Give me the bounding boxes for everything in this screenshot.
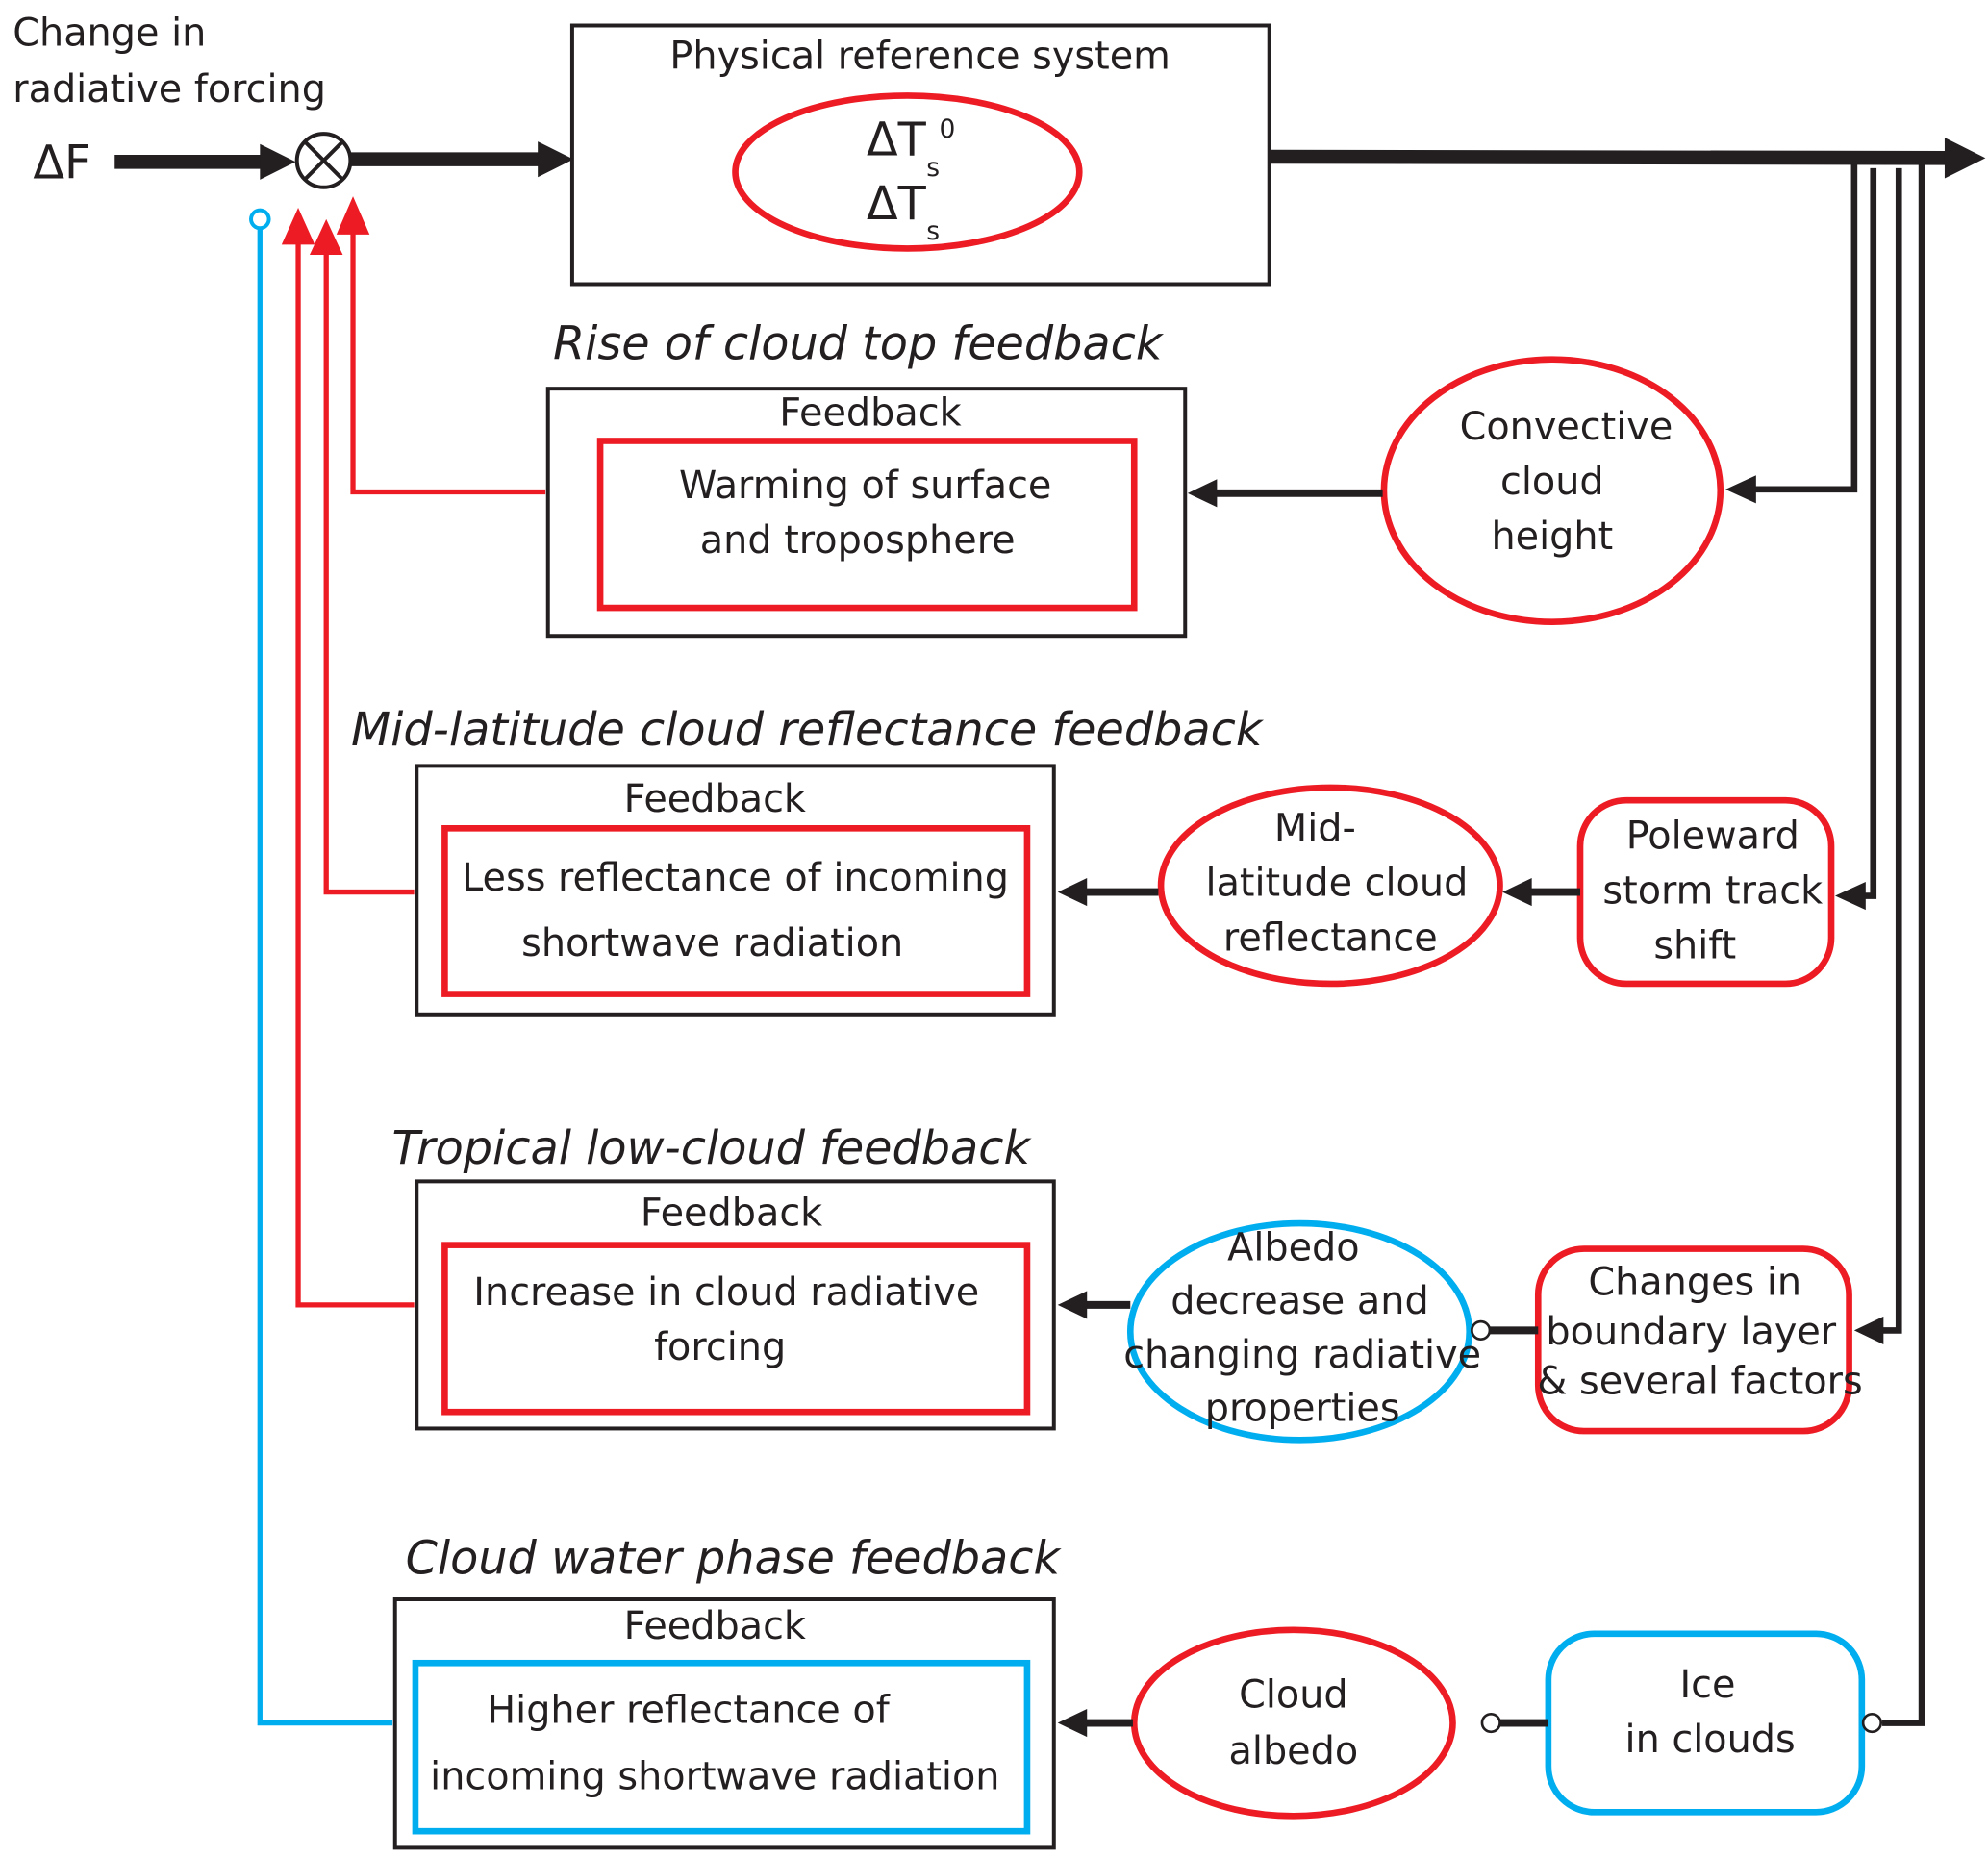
return-line [350, 229, 546, 495]
node-text: Poleward [1626, 815, 1799, 859]
feedback-box-label: Feedback [624, 1604, 806, 1648]
node-text: properties [1205, 1386, 1400, 1430]
arrow-up-icon [281, 207, 315, 245]
open-circle-icon [1861, 1712, 1883, 1734]
response-bus-lines [1725, 163, 1925, 1726]
mid-latitude-cloud-reflectance-node [1157, 784, 1503, 988]
delta-ts-sub: s [926, 216, 940, 246]
feedback-cloud-water-phase: Cloud water phase feedback Feedback High… [249, 208, 1883, 1850]
feedback-box-label: Feedback [624, 777, 806, 821]
feedback-box-label: Feedback [779, 391, 961, 436]
node-text: latitude cloud [1206, 862, 1469, 906]
node-text: shift [1653, 923, 1736, 967]
output-arrow [1269, 138, 1986, 179]
feedback-title: Mid-latitude cloud reflectance feedback [351, 704, 1265, 757]
node-text: changing radiative [1123, 1333, 1481, 1377]
feedback-box [415, 764, 1056, 1017]
delta-ts0-main: ΔT [867, 114, 927, 167]
effect-line: Warming of surface [679, 464, 1051, 508]
junction-to-system-arrow [350, 141, 574, 178]
node-text: Changes in [1588, 1260, 1801, 1304]
effect-line: Higher reflectance of [487, 1689, 890, 1733]
node-text: cloud [1500, 460, 1604, 504]
input-arrow [114, 143, 296, 180]
cloud-albedo-node [1130, 1626, 1456, 1820]
effect-line: Increase in cloud radiative [473, 1270, 979, 1315]
input-label-line1: Change in [13, 12, 206, 56]
effect-line: incoming shortwave radiation [430, 1754, 999, 1798]
feedback-title: Cloud water phase feedback [406, 1533, 1063, 1586]
feedback-title: Tropical low-cloud feedback [392, 1122, 1033, 1175]
node-text: in clouds [1625, 1718, 1796, 1762]
node-text: storm track [1602, 868, 1823, 913]
return-line [323, 249, 415, 895]
feedback-box-label: Feedback [641, 1192, 822, 1236]
feedback-mid-latitude-cloud-reflectance: Mid-latitude cloud reflectance feedback … [309, 218, 1835, 1017]
effect-line: shortwave radiation [521, 921, 903, 966]
arrow-up-icon [336, 196, 370, 235]
circle-x-summing-icon [294, 132, 353, 189]
return-line [257, 229, 393, 1726]
open-circle-icon [249, 208, 271, 231]
node-text: Ice [1679, 1663, 1735, 1707]
delta-f-symbol: ΔF [33, 138, 90, 190]
effect-line: Less reflectance of incoming [462, 856, 1009, 900]
effect-box [596, 438, 1138, 612]
node-text: & several factors [1537, 1360, 1862, 1404]
feedback-tropical-low-cloud: Tropical low-cloud feedback Feedback Inc… [281, 207, 1863, 1444]
node-text: decrease and [1170, 1279, 1428, 1323]
feedback-box [392, 1597, 1056, 1850]
node-text: Convective [1460, 405, 1673, 449]
input-label-line2: radiative forcing [13, 67, 326, 112]
arrow-up-icon [309, 218, 343, 256]
return-line [295, 239, 415, 1308]
temperature-ellipse [732, 92, 1083, 252]
effect-box [441, 1242, 1031, 1416]
effect-box [441, 825, 1031, 997]
feedback-title: Rise of cloud top feedback [553, 318, 1165, 371]
albedo-decrease-node [1126, 1219, 1473, 1444]
physical-reference-system-box: Physical reference system ΔT s 0 ΔT s [569, 23, 1271, 287]
node-text: reflectance [1223, 916, 1438, 961]
node-text: boundary layer [1546, 1310, 1836, 1354]
effect-line: forcing [654, 1325, 786, 1369]
node-text: Cloud [1239, 1673, 1348, 1718]
delta-ts0-sup: 0 [940, 114, 956, 144]
effect-line: and troposphere [700, 518, 1016, 563]
feedback-box [545, 387, 1188, 639]
reference-system-title: Physical reference system [669, 35, 1170, 79]
node-text: Albedo [1227, 1226, 1359, 1270]
node-text: Mid- [1274, 807, 1356, 851]
delta-ts0-sub: s [926, 153, 940, 183]
feedback-rise-of-cloud-top: Rise of cloud top feedback Feedback Warm… [336, 196, 1724, 639]
convective-cloud-height-node [1380, 356, 1724, 625]
node-text: albedo [1229, 1729, 1359, 1773]
delta-ts-main: ΔT [867, 178, 927, 231]
effect-box [412, 1659, 1031, 1835]
feedback-box [415, 1179, 1056, 1431]
boundary-layer-changes-node [1534, 1245, 1852, 1435]
open-circle-icon [1480, 1712, 1501, 1734]
open-circle-icon [1471, 1319, 1492, 1342]
node-text: height [1492, 515, 1614, 559]
